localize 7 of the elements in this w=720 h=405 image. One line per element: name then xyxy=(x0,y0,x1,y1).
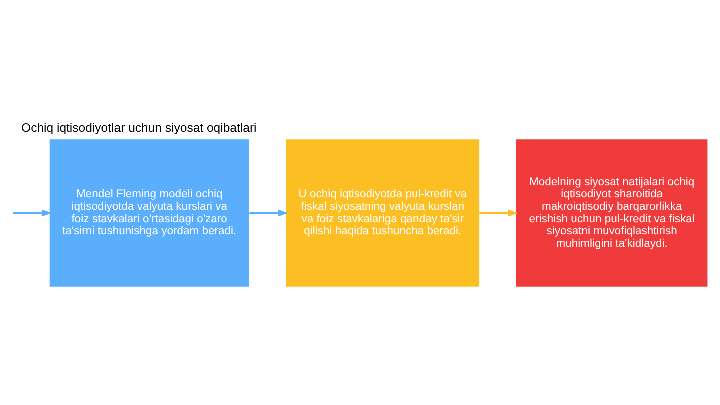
arrow xyxy=(480,210,519,217)
arrow xyxy=(13,210,52,217)
node-box: Modelning siyosat natijalari ochiq iqtisodiyot sharoitida makroiqtisodiy barqarorlikka erishish uchun pul-kredit va fiskal siyosatni muvofiqlashtirish muhimligini ta'kidlaydi. xyxy=(516,140,708,287)
node-box: Mendel Fleming modeli ochiq iqtisodiyotda valyuta kurslari va foiz stavkalari o'rtasidagi o'zaro ta'sirni tushunishga yordam beradi. xyxy=(50,140,250,287)
diagram-title: Ochiq iqtisodiyotlar uchun siyosat oqibatlari xyxy=(22,121,257,136)
arrow xyxy=(250,210,288,217)
node-box: U ochiq iqtisodiyotda pul-kredit va fiskal siyosatning valyuta kurslari va foiz stavkalariga qanday ta'sir qilishi haqida tushuncha beradi. xyxy=(286,140,480,287)
